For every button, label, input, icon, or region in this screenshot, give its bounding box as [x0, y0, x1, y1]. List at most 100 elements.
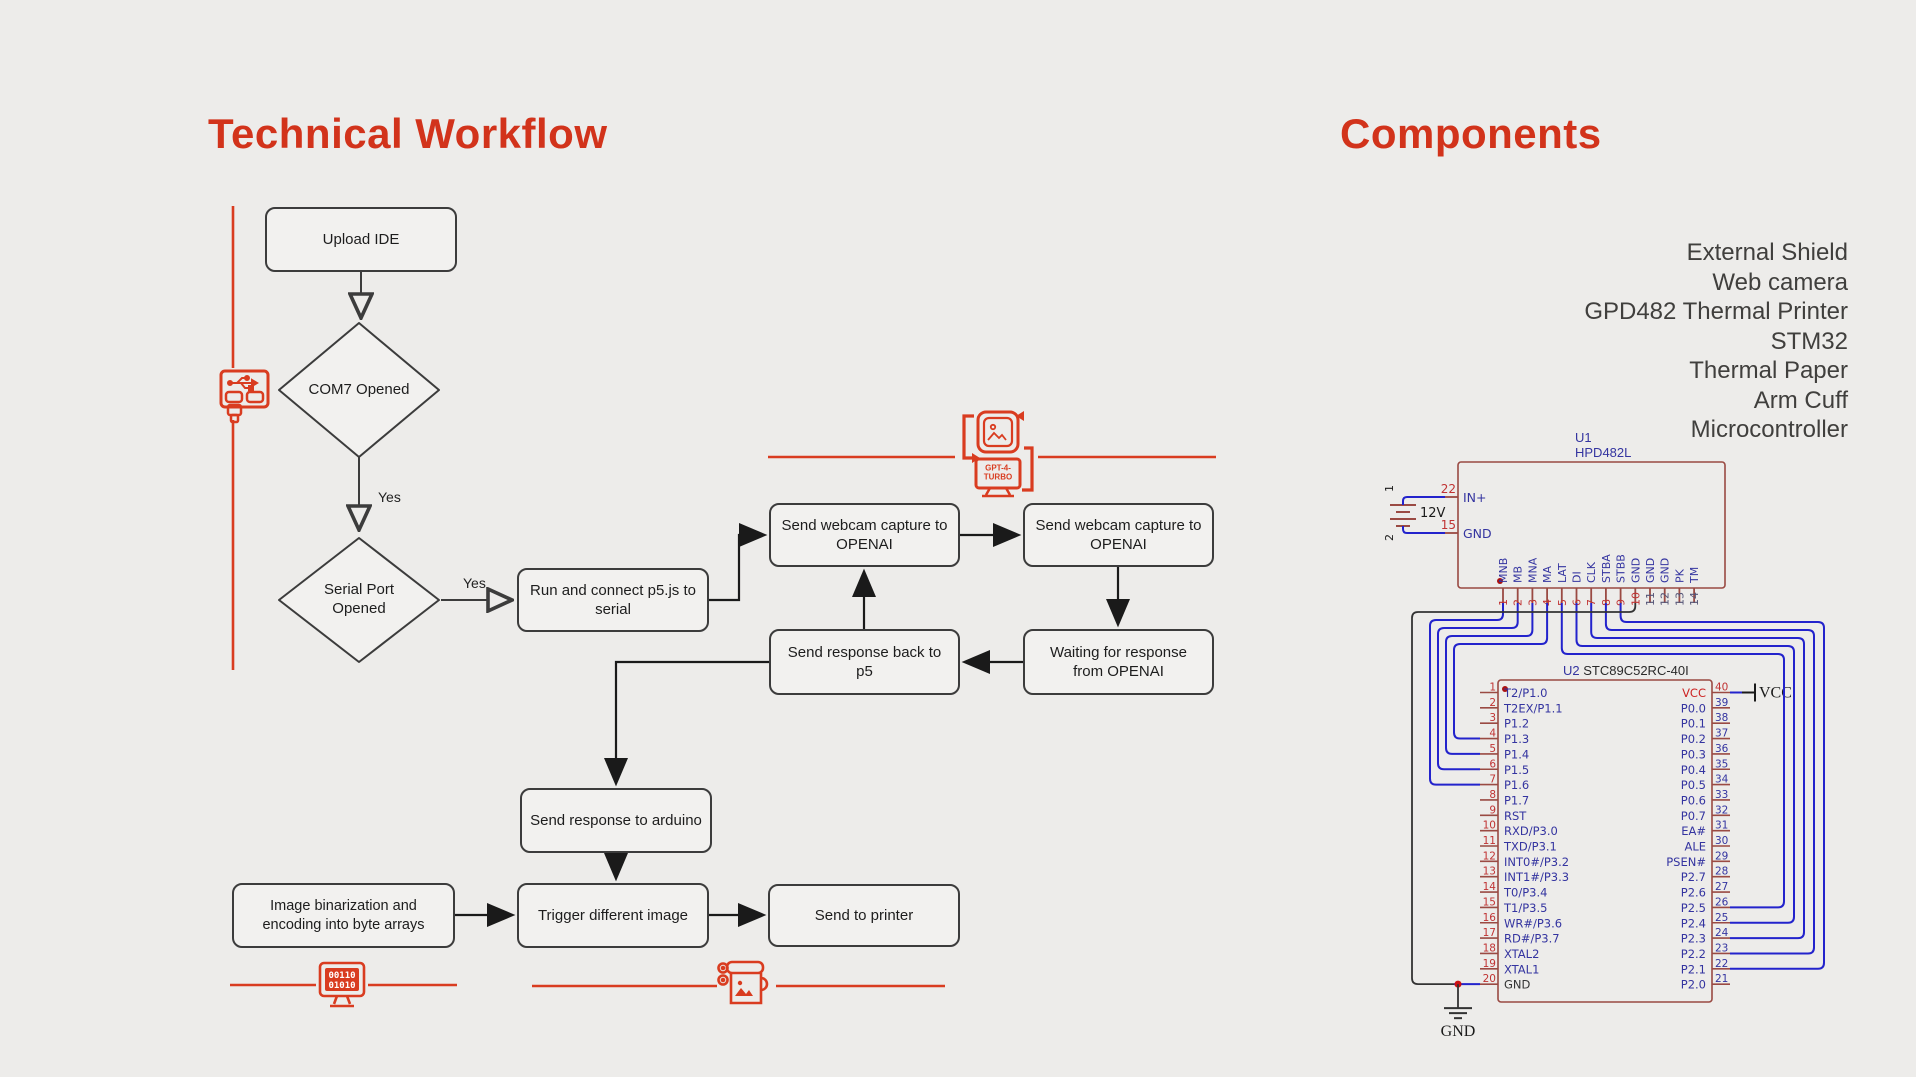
flow-node-image-binarization: Image binarization and encoding into byt… [232, 883, 455, 948]
svg-text:XTAL2: XTAL2 [1504, 947, 1539, 961]
flow-node-send-printer: Send to printer [768, 884, 960, 947]
svg-text:P1.7: P1.7 [1504, 793, 1529, 807]
svg-text:4: 4 [1541, 599, 1554, 606]
svg-text:IN+: IN+ [1463, 490, 1487, 505]
svg-text:TURBO: TURBO [984, 473, 1012, 482]
svg-text:P0.0: P0.0 [1681, 701, 1706, 715]
svg-text:11: 11 [1483, 835, 1496, 847]
svg-text:P0.1: P0.1 [1681, 717, 1706, 731]
flow-node-send-arduino: Send response to arduino [520, 788, 712, 853]
svg-text:INT0#/P3.2: INT0#/P3.2 [1504, 855, 1569, 869]
svg-text:RD#/P3.7: RD#/P3.7 [1504, 932, 1560, 946]
component-item: STM32 [1770, 327, 1848, 355]
svg-text:P1.2: P1.2 [1504, 717, 1529, 731]
thermal-printer-icon [717, 960, 769, 1005]
svg-text:22: 22 [1441, 482, 1456, 496]
decision-diamonds [278, 322, 440, 663]
svg-text:GND: GND [1644, 558, 1657, 583]
svg-text:CLK: CLK [1585, 561, 1598, 583]
svg-text:16: 16 [1483, 912, 1497, 924]
left-section-title: Technical Workflow [208, 110, 608, 157]
svg-text:12V: 12V [1420, 506, 1446, 521]
component-item: GPD482 Thermal Printer [1584, 298, 1848, 325]
svg-text:22: 22 [1715, 958, 1728, 970]
flow-arrows-open [359, 272, 510, 600]
svg-text:7: 7 [1585, 599, 1598, 606]
flow-node-send-back-p5: Send response back to p5 [769, 629, 960, 695]
svg-text:INT1#/P3.3: INT1#/P3.3 [1504, 870, 1569, 884]
svg-text:RST: RST [1504, 809, 1527, 823]
svg-text:P2.4: P2.4 [1681, 916, 1706, 930]
svg-text:GND: GND [1504, 978, 1531, 992]
svg-text:2: 2 [1489, 697, 1496, 709]
svg-text:P0.2: P0.2 [1681, 732, 1706, 746]
svg-text:T1/P3.5: T1/P3.5 [1503, 901, 1547, 915]
svg-text:P2.6: P2.6 [1681, 886, 1706, 900]
svg-text:EA#: EA# [1681, 824, 1706, 838]
svg-text:18: 18 [1483, 942, 1496, 954]
svg-text:15: 15 [1441, 518, 1456, 532]
binary-monitor-icon: 00110 01010 [318, 961, 366, 1008]
svg-text:6: 6 [1571, 599, 1584, 606]
yes-label-2: Yes [463, 575, 486, 591]
component-item: Web camera [1712, 268, 1848, 296]
svg-text:LAT: LAT [1556, 563, 1569, 583]
gnd-symbol-label: GND [1441, 1023, 1476, 1040]
svg-text:MNB: MNB [1497, 558, 1510, 583]
svg-text:TM: TM [1688, 567, 1701, 584]
svg-text:13: 13 [1483, 866, 1496, 878]
svg-text:3: 3 [1489, 712, 1496, 724]
flow-arrows-filled [455, 522, 1131, 928]
svg-text:26: 26 [1715, 896, 1729, 908]
component-item: Thermal Paper [1689, 357, 1848, 384]
svg-text:12: 12 [1659, 592, 1672, 606]
svg-text:12: 12 [1483, 850, 1496, 862]
svg-text:40: 40 [1715, 682, 1728, 694]
diamond-com7-opened [278, 322, 440, 458]
svg-text:P1.6: P1.6 [1504, 778, 1529, 792]
u2-chip-body [1497, 679, 1713, 1003]
svg-text:2: 2 [1512, 599, 1525, 606]
svg-text:GND: GND [1659, 558, 1672, 583]
svg-text:5: 5 [1556, 599, 1569, 606]
svg-text:10: 10 [1629, 592, 1642, 606]
u1-ref: U1 [1575, 430, 1592, 445]
svg-text:20: 20 [1483, 973, 1496, 985]
svg-text:8: 8 [1489, 789, 1496, 801]
svg-text:GND: GND [1463, 526, 1492, 541]
svg-text:GND: GND [1629, 558, 1642, 583]
svg-text:39: 39 [1715, 697, 1728, 709]
svg-text:1: 1 [1383, 485, 1396, 492]
svg-text:P1.5: P1.5 [1504, 763, 1529, 777]
svg-text:PK: PK [1673, 568, 1686, 583]
svg-text:P1.4: P1.4 [1504, 747, 1529, 761]
svg-text:T2/P1.0: T2/P1.0 [1503, 686, 1547, 700]
svg-text:ALE: ALE [1684, 840, 1706, 854]
svg-text:19: 19 [1483, 958, 1496, 970]
u2-part: STC89C52RC-40I [1583, 663, 1689, 678]
svg-text:P0.7: P0.7 [1681, 809, 1706, 823]
svg-text:7: 7 [1489, 774, 1496, 786]
svg-text:13: 13 [1673, 592, 1686, 606]
svg-text:21: 21 [1715, 973, 1728, 985]
svg-text:XTAL1: XTAL1 [1504, 962, 1539, 976]
svg-text:P2.7: P2.7 [1681, 870, 1706, 884]
svg-text:35: 35 [1715, 758, 1728, 770]
svg-text:VCC: VCC [1759, 685, 1792, 702]
svg-text:15: 15 [1483, 896, 1496, 908]
svg-text:27: 27 [1715, 881, 1728, 893]
svg-text:00110: 00110 [328, 971, 355, 981]
svg-text:P2.2: P2.2 [1681, 947, 1706, 961]
svg-text:P1.3: P1.3 [1504, 732, 1529, 746]
u1-ref-label: U1 HPD482L [1575, 430, 1631, 460]
svg-text:9: 9 [1615, 599, 1628, 606]
svg-text:5: 5 [1489, 743, 1496, 755]
u1-part: HPD482L [1575, 445, 1632, 460]
svg-text:14: 14 [1688, 592, 1701, 606]
flow-node-serial-port-label: Serial Port Opened [323, 581, 395, 617]
svg-text:MNA: MNA [1526, 557, 1539, 583]
flow-node-trigger-image: Trigger different image [517, 883, 709, 948]
svg-text:P0.4: P0.4 [1681, 763, 1706, 777]
svg-text:36: 36 [1715, 743, 1729, 755]
